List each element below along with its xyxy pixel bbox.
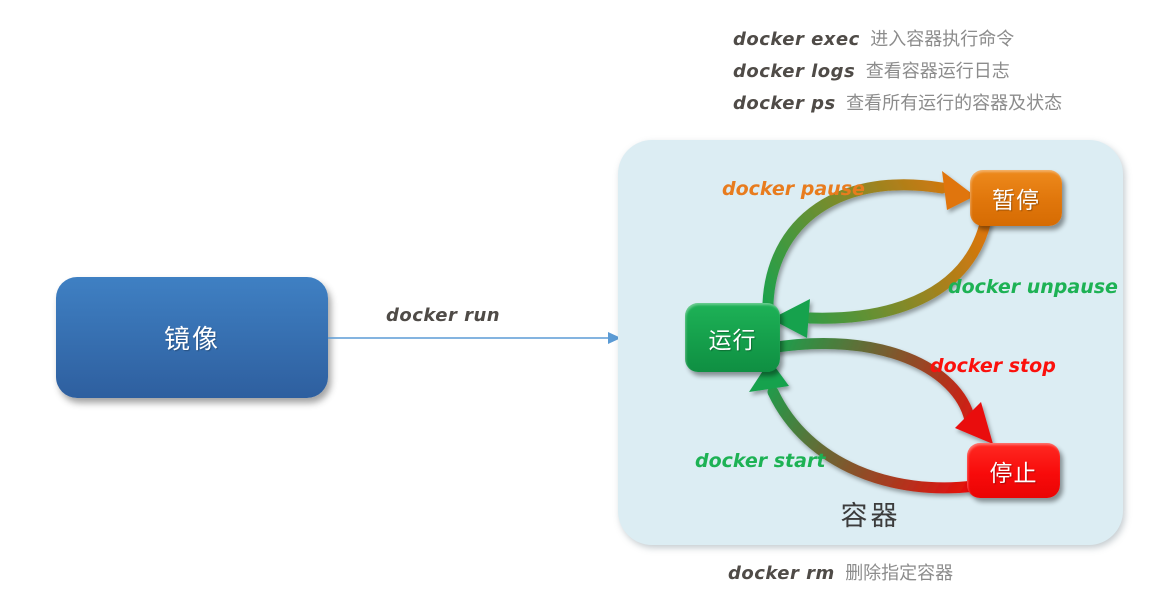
command-description: 查看容器运行日志 [865,61,1010,81]
stop-transition-label: docker stop [930,355,1056,377]
command-name: docker logs [733,61,856,82]
command-line-ps: docker ps 查看所有运行的容器及状态 [733,90,1062,122]
pause-transition-label: docker pause [722,178,865,200]
state-paused-label: 暂停 [992,188,1040,213]
command-description: 查看所有运行的容器及状态 [846,93,1063,113]
command-name: docker exec [733,29,860,50]
command-line-exec: docker exec 进入容器执行命令 [733,26,1062,58]
container-panel: 暂停 运行 停止 docker pause docker unpause doc… [618,140,1123,545]
state-running: 运行 [685,303,780,372]
run-arrow [328,332,621,344]
start-transition-label: docker start [695,450,826,472]
command-list-top: docker exec 进入容器执行命令 docker logs 查看容器运行日… [733,26,1062,122]
run-arrow-label: docker run [386,305,501,326]
command-description: 进入容器执行命令 [870,29,1015,49]
command-line-rm: docker rm 删除指定容器 [728,560,953,592]
stop-arrowhead-icon [955,402,993,444]
start-arrowhead-icon [749,360,789,392]
state-running-label: 运行 [708,327,757,353]
run-arrowhead-icon [608,332,621,344]
container-panel-label: 容器 [840,501,901,531]
command-line-logs: docker logs 查看容器运行日志 [733,58,1062,90]
pause-arrow-path [762,179,948,324]
start-arrow-path [767,386,980,494]
command-description: 删除指定容器 [845,563,954,583]
state-stopped: 停止 [967,443,1060,498]
unpause-transition-label: docker unpause [948,276,1118,298]
pause-arrowhead-icon [942,171,975,210]
transition-arrows [749,171,993,494]
command-name: docker rm [728,563,835,584]
unpause-arrow-path [804,214,992,324]
state-stopped-label: 停止 [989,460,1038,486]
unpause-arrowhead-icon [771,299,810,338]
stop-arrow-path [764,338,976,426]
image-node: 镜像 [56,277,328,398]
command-name: docker ps [733,93,836,114]
image-node-label: 镜像 [163,325,220,354]
state-paused: 暂停 [970,170,1062,226]
